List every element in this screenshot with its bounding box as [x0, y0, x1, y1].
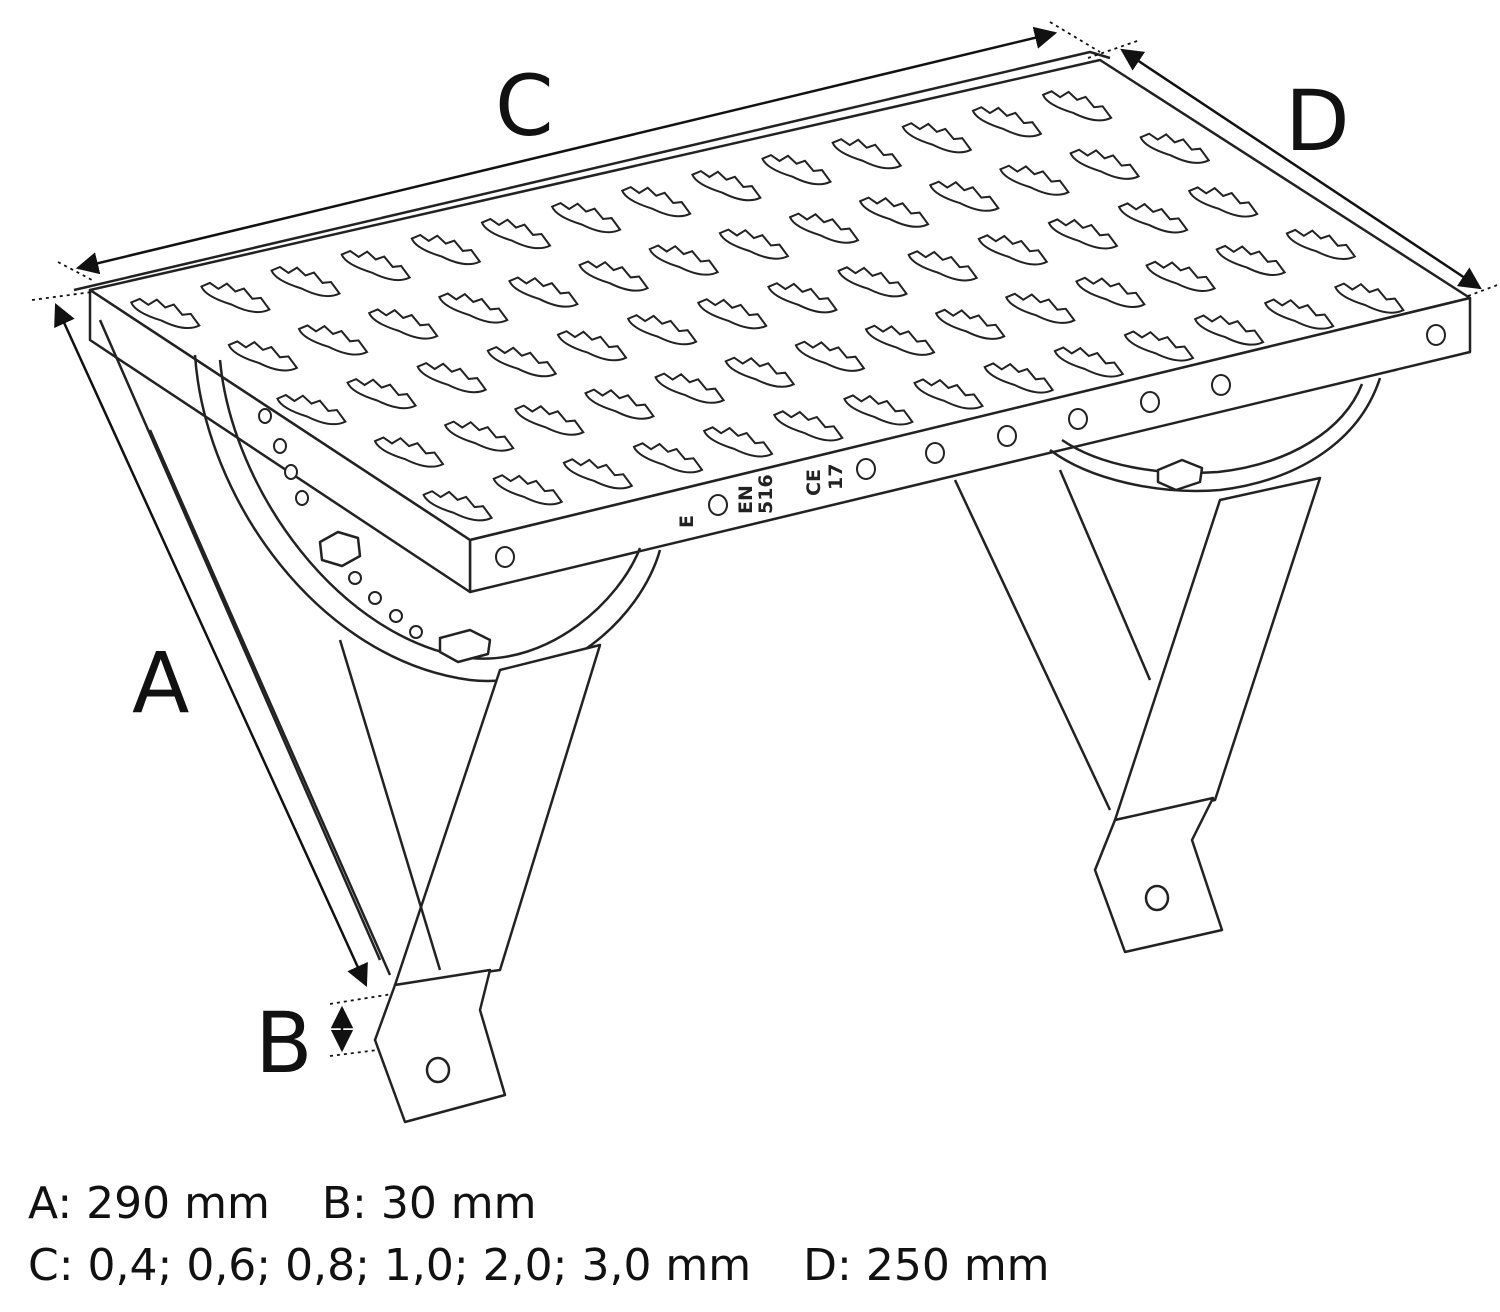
stamp-standard-line-1: EN	[735, 485, 757, 514]
spec-c: C: 0,4; 0,6; 0,8; 1,0; 2,0; 3,0 mm	[28, 1240, 752, 1291]
label-c: C	[495, 57, 554, 155]
certification-stamp: E EN 516 CE 17	[676, 464, 847, 528]
grating-perforation	[913, 378, 985, 410]
dimension-c-line	[75, 26, 1058, 275]
grating-perforation	[438, 292, 509, 324]
left-leg	[393, 643, 602, 987]
label-a: A	[132, 634, 189, 732]
grating-perforation	[514, 404, 585, 436]
spec-line-1: A: 290 mm B: 30 mm	[28, 1178, 537, 1229]
grating-perforation	[626, 314, 698, 346]
right-clamp-band	[1049, 377, 1382, 493]
dimension-d-line	[1120, 48, 1482, 290]
grating-perforation	[1075, 276, 1146, 308]
grating-perforation	[1193, 314, 1265, 346]
grating-perforation	[983, 362, 1055, 394]
grating-perforation	[654, 372, 726, 404]
left-mounting-foot	[373, 968, 507, 1124]
step-bracket-drawing: E EN 516 CE 17	[31, 21, 1500, 1124]
grating-perforation	[696, 298, 768, 330]
grating-perforation	[767, 282, 838, 314]
grating-perforation	[1053, 346, 1125, 378]
right-mounting-foot	[1093, 796, 1224, 954]
grating-perforation	[1004, 292, 1076, 324]
grating-perforation	[556, 330, 628, 362]
left-bolt-upper	[318, 530, 362, 568]
grating-perforation	[1123, 330, 1195, 362]
spec-line-2: C: 0,4; 0,6; 0,8; 1,0; 2,0; 3,0 mm D: 250…	[28, 1240, 1050, 1291]
grating-perforation	[934, 308, 1006, 340]
grating-perforation	[1047, 218, 1119, 250]
grating-perforation	[562, 458, 634, 490]
grating-perforation	[1263, 298, 1335, 330]
stamp-ce-mark: CE	[803, 469, 825, 496]
grating-perforation	[794, 340, 866, 372]
grating-perforation	[772, 410, 844, 442]
grating-perforation	[584, 388, 656, 420]
grating-perforation	[373, 436, 445, 468]
label-b: B	[255, 994, 313, 1092]
dimension-a-line	[54, 302, 368, 988]
front-face-holes	[495, 324, 1446, 568]
grating-perforation	[492, 474, 564, 506]
grating-perforation	[632, 442, 704, 474]
grating-perforation	[1334, 282, 1405, 314]
grating-perforation	[486, 345, 558, 378]
grating-perforation	[422, 490, 494, 522]
spec-a: A: 290 mm	[28, 1178, 270, 1229]
grating-perforation	[702, 426, 774, 458]
spec-b: B: 30 mm	[321, 1178, 537, 1229]
stamp-mark: E	[676, 515, 698, 528]
grating-perforation	[724, 356, 796, 388]
grating-perforation	[843, 394, 914, 426]
right-bolt	[1156, 458, 1204, 492]
dimension-lines	[31, 21, 1500, 1057]
right-support	[953, 377, 1382, 954]
right-leg	[1113, 476, 1322, 822]
grating-perforation	[864, 324, 936, 356]
stamp-standard-line-2: 516	[755, 474, 777, 514]
grating-perforation	[508, 276, 579, 308]
grating-perforation	[443, 420, 515, 452]
left-bolt-lower	[438, 628, 492, 664]
grating-perforation	[367, 308, 439, 340]
grating-perforation	[416, 361, 488, 394]
spec-d: D: 250 mm	[803, 1240, 1050, 1291]
label-d: D	[1285, 72, 1350, 170]
stamp-ce-year: 17	[825, 464, 847, 490]
